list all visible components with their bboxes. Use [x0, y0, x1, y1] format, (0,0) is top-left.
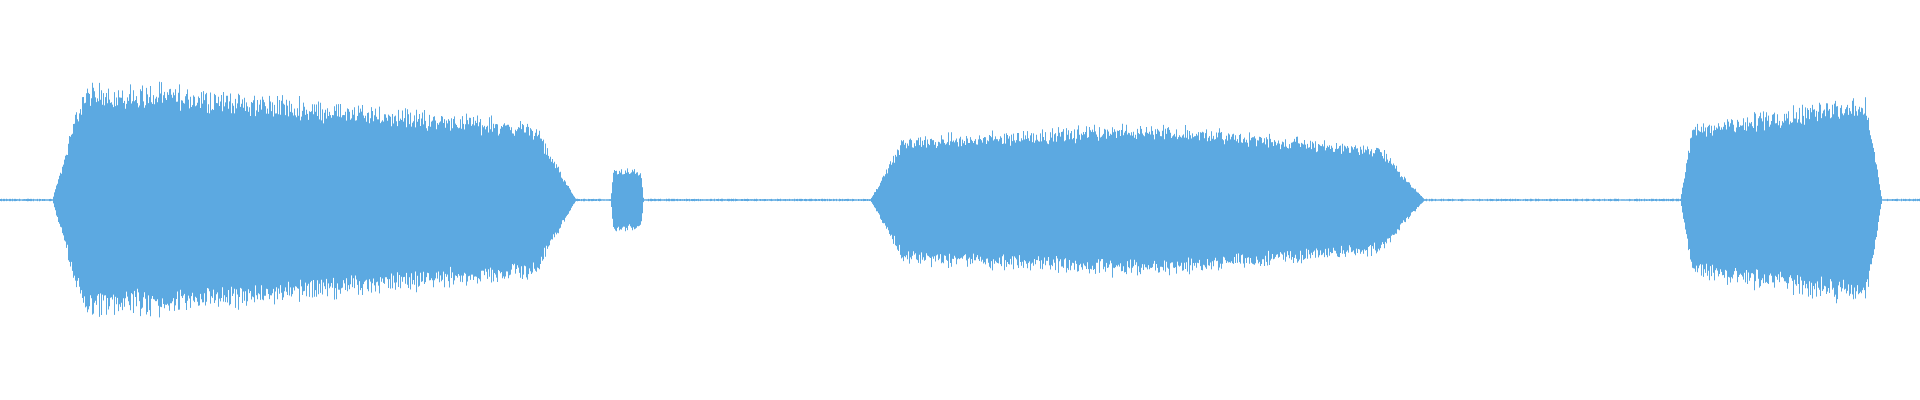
waveform-bars [0, 81, 1920, 318]
waveform-path [0, 81, 1920, 318]
